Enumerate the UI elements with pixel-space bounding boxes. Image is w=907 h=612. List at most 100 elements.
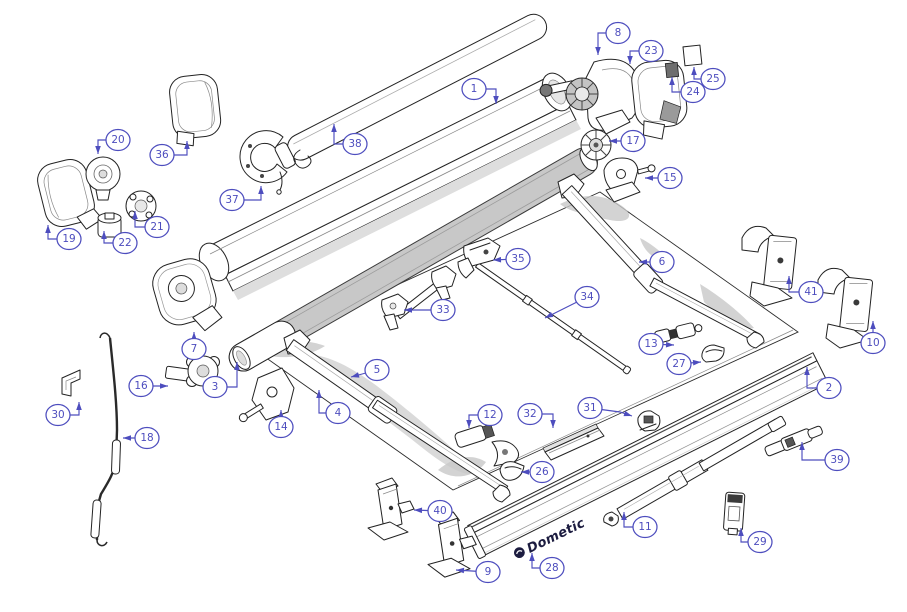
pad-small (664, 61, 680, 79)
lock-latch (723, 491, 746, 536)
callout-19: 19 (45, 225, 82, 251)
callout-number-19: 19 (62, 233, 75, 245)
roller-support-bracket (603, 157, 656, 203)
callout-28: 28 (529, 553, 565, 580)
rafter-bracket (457, 237, 501, 279)
callout-25: 25 (691, 67, 726, 91)
end-cap-27 (701, 344, 725, 363)
drive-wheel (580, 129, 612, 161)
callout-31: 31 (577, 396, 633, 420)
callout-number-34: 34 (580, 291, 594, 303)
callout-number-25: 25 (706, 73, 719, 85)
callout-9: 9 (455, 560, 501, 584)
bushing (97, 212, 122, 238)
callout-16: 16 (128, 374, 168, 398)
callout-number-6: 6 (659, 256, 666, 268)
motor-assembly (539, 58, 642, 135)
callout-number-20: 20 (111, 134, 124, 146)
callout-number-29: 29 (753, 536, 766, 548)
callout-12: 12 (466, 403, 503, 428)
callout-number-9: 9 (485, 566, 492, 578)
crank-handle (90, 332, 121, 547)
flange-disc (125, 190, 157, 222)
callout-14: 14 (268, 410, 294, 439)
callout-21: 21 (132, 211, 170, 239)
callout-10: 10 (860, 321, 886, 355)
callout-1: 1 (461, 77, 499, 104)
callout-number-2: 2 (826, 382, 833, 394)
callout-number-40: 40 (433, 505, 446, 517)
callout-18: 18 (123, 426, 160, 450)
callout-number-23: 23 (644, 45, 657, 57)
callout-number-24: 24 (686, 86, 700, 98)
lead-rail (463, 352, 829, 559)
clamp-ring (239, 130, 288, 195)
callout-39: 39 (799, 442, 850, 472)
arm-end-fitting (454, 423, 520, 467)
tension-arm (603, 415, 787, 527)
callout-number-15: 15 (663, 172, 676, 184)
callout-30: 30 (45, 402, 82, 427)
callout-36: 36 (149, 141, 190, 167)
callout-11: 11 (621, 512, 658, 539)
callout-32: 32 (517, 402, 556, 428)
callout-27: 27 (666, 352, 702, 376)
callout-35: 35 (492, 247, 531, 271)
callout-number-35: 35 (511, 253, 524, 265)
callout-number-41: 41 (804, 286, 817, 298)
retainer-clip (61, 369, 81, 397)
end-cap-housing-left (37, 159, 103, 230)
knuckle-bracket (238, 367, 295, 423)
callout-number-31: 31 (583, 402, 596, 414)
callout-5: 5 (350, 358, 390, 382)
callout-number-16: 16 (134, 380, 148, 392)
callout-23: 23 (627, 39, 664, 64)
callout-2: 2 (804, 367, 842, 400)
rafter-support-rod (457, 237, 632, 375)
callout-number-10: 10 (866, 337, 879, 349)
gear-housing (169, 74, 222, 147)
callout-number-11: 11 (638, 521, 651, 533)
callout-number-1: 1 (471, 83, 478, 95)
callout-layer: 1234567891011121314151617181920212223242… (45, 21, 886, 584)
spring-arm-right (557, 173, 765, 349)
callout-number-28: 28 (545, 562, 558, 574)
rail-clamp (637, 410, 661, 432)
callout-34: 34 (544, 285, 600, 319)
callout-number-8: 8 (615, 27, 622, 39)
case-profile (198, 72, 581, 300)
callout-number-26: 26 (535, 466, 549, 478)
callout-number-5: 5 (374, 364, 381, 376)
callout-6: 6 (639, 250, 675, 274)
callout-number-22: 22 (118, 237, 131, 249)
spreader-tube (381, 265, 457, 331)
callout-40: 40 (413, 499, 453, 523)
callout-number-18: 18 (140, 432, 153, 444)
callout-7: 7 (181, 332, 207, 361)
callout-4: 4 (316, 390, 351, 425)
channel-strip (542, 423, 605, 461)
spring-arm-left (283, 329, 511, 503)
fabric-hook (293, 149, 312, 169)
callout-13: 13 (638, 332, 675, 356)
callout-3: 3 (202, 362, 240, 399)
callout-22: 22 (101, 231, 138, 255)
callout-8: 8 (595, 21, 631, 55)
gear-motor-housing (152, 258, 223, 332)
callout-29: 29 (738, 528, 773, 554)
callout-17: 17 (609, 129, 646, 153)
roller-tube (274, 13, 548, 169)
fabric-roller-tube (228, 147, 598, 372)
callout-number-12: 12 (483, 409, 496, 421)
callout-number-37: 37 (225, 194, 238, 206)
callout-24: 24 (669, 77, 706, 104)
motor-gear (565, 77, 599, 111)
callout-33: 33 (404, 298, 456, 322)
callout-number-3: 3 (212, 381, 219, 393)
callout-41: 41 (786, 276, 824, 304)
callout-number-30: 30 (51, 409, 64, 421)
callout-number-4: 4 (335, 407, 342, 419)
dometic-logo-icon (513, 547, 525, 559)
